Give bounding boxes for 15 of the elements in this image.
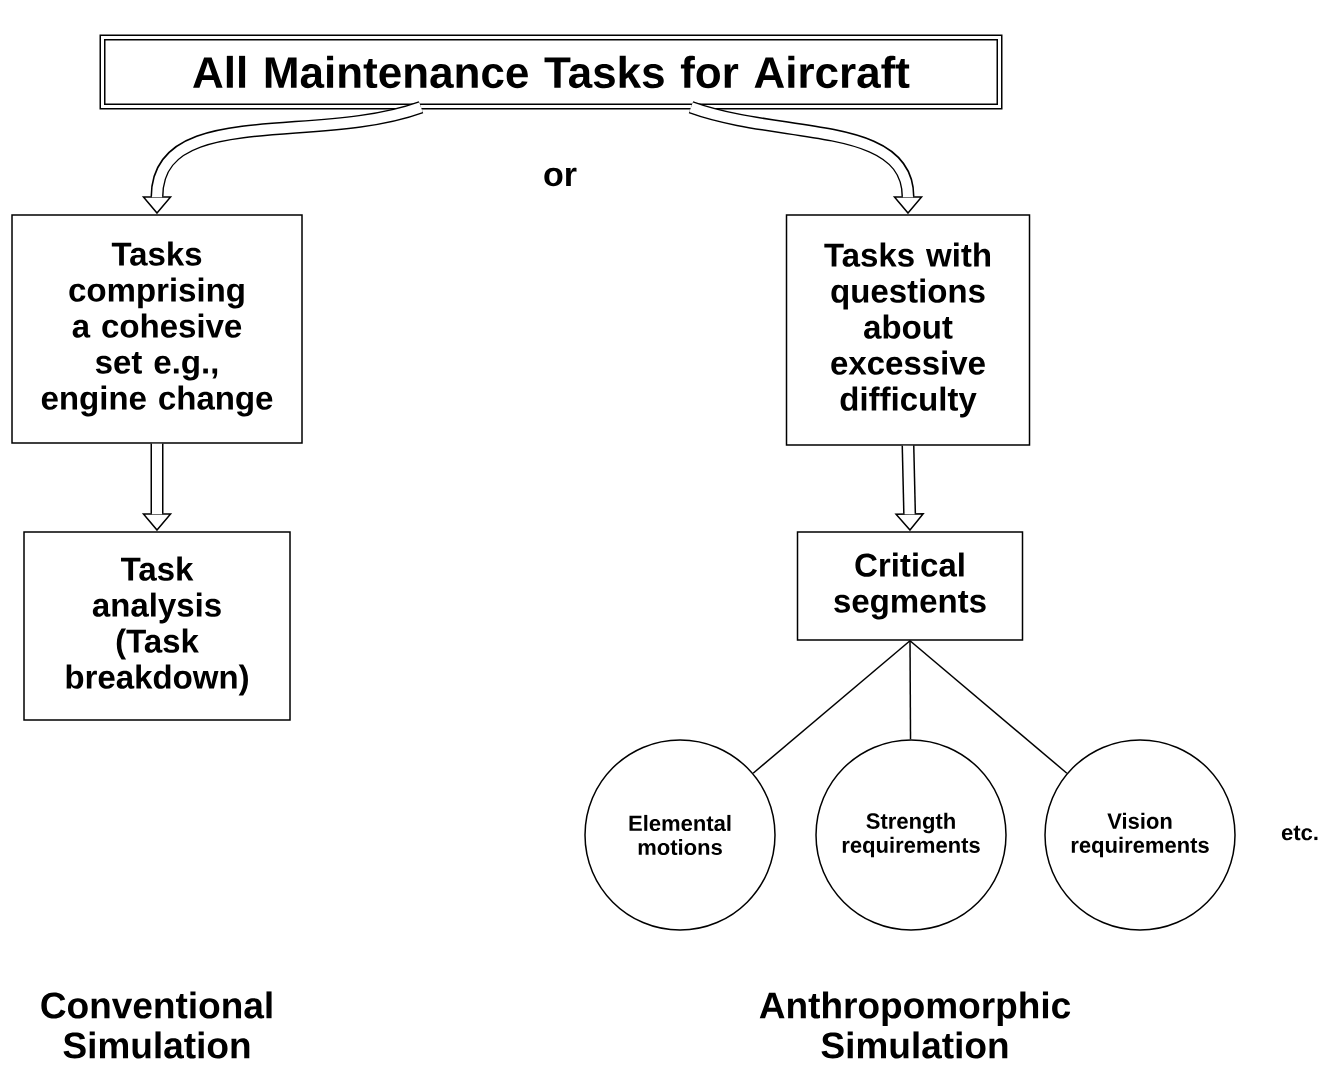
section-caption: Conventional Simulation	[41, 991, 272, 1059]
circle-node: Elemental motions	[584, 739, 776, 931]
circle-node: Vision requirements	[1044, 739, 1236, 931]
title-box: All Maintenance Tasks for Aircraft	[99, 34, 1003, 110]
circle-node: Strength requirements	[815, 739, 1007, 931]
connector-line	[909, 640, 912, 740]
connector-line	[909, 640, 1068, 774]
section-caption: Anthropomorphic Simulation	[759, 991, 1071, 1059]
etc-label: etc.	[1281, 825, 1318, 841]
process-box: Tasks comprising a cohesive set e.g., engine change	[11, 214, 303, 444]
connector-line	[752, 640, 911, 774]
or-label: or	[544, 167, 577, 187]
process-box: Critical segments	[796, 531, 1024, 641]
process-box: Tasks with questions about excessive difficulty	[785, 214, 1031, 446]
process-box: Task analysis (Task breakdown)	[23, 531, 291, 721]
